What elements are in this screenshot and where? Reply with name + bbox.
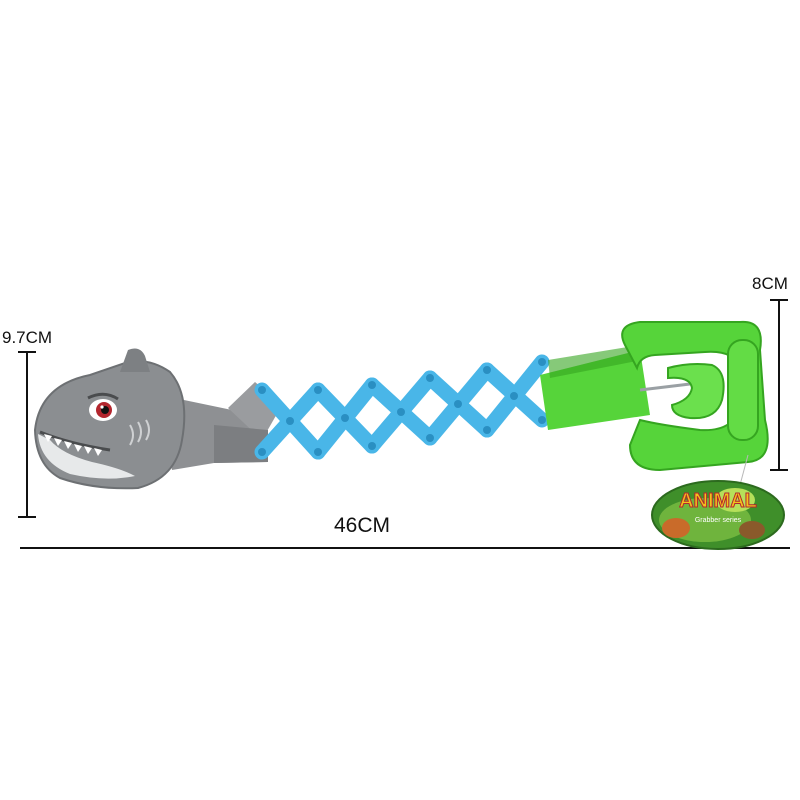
shark-head	[33, 348, 186, 490]
hang-tag: ANIMAL Grabber series	[651, 454, 785, 550]
tag-title: ANIMAL	[679, 490, 757, 512]
tag-subtitle: Grabber series	[695, 517, 742, 524]
dimension-lines	[18, 299, 790, 549]
left-height-label: 9.7CM	[2, 328, 53, 347]
green-handle	[540, 320, 769, 472]
right-height-label: 8CM	[752, 274, 788, 293]
length-label: 46CM	[334, 514, 391, 537]
scissor-arms	[254, 354, 550, 460]
